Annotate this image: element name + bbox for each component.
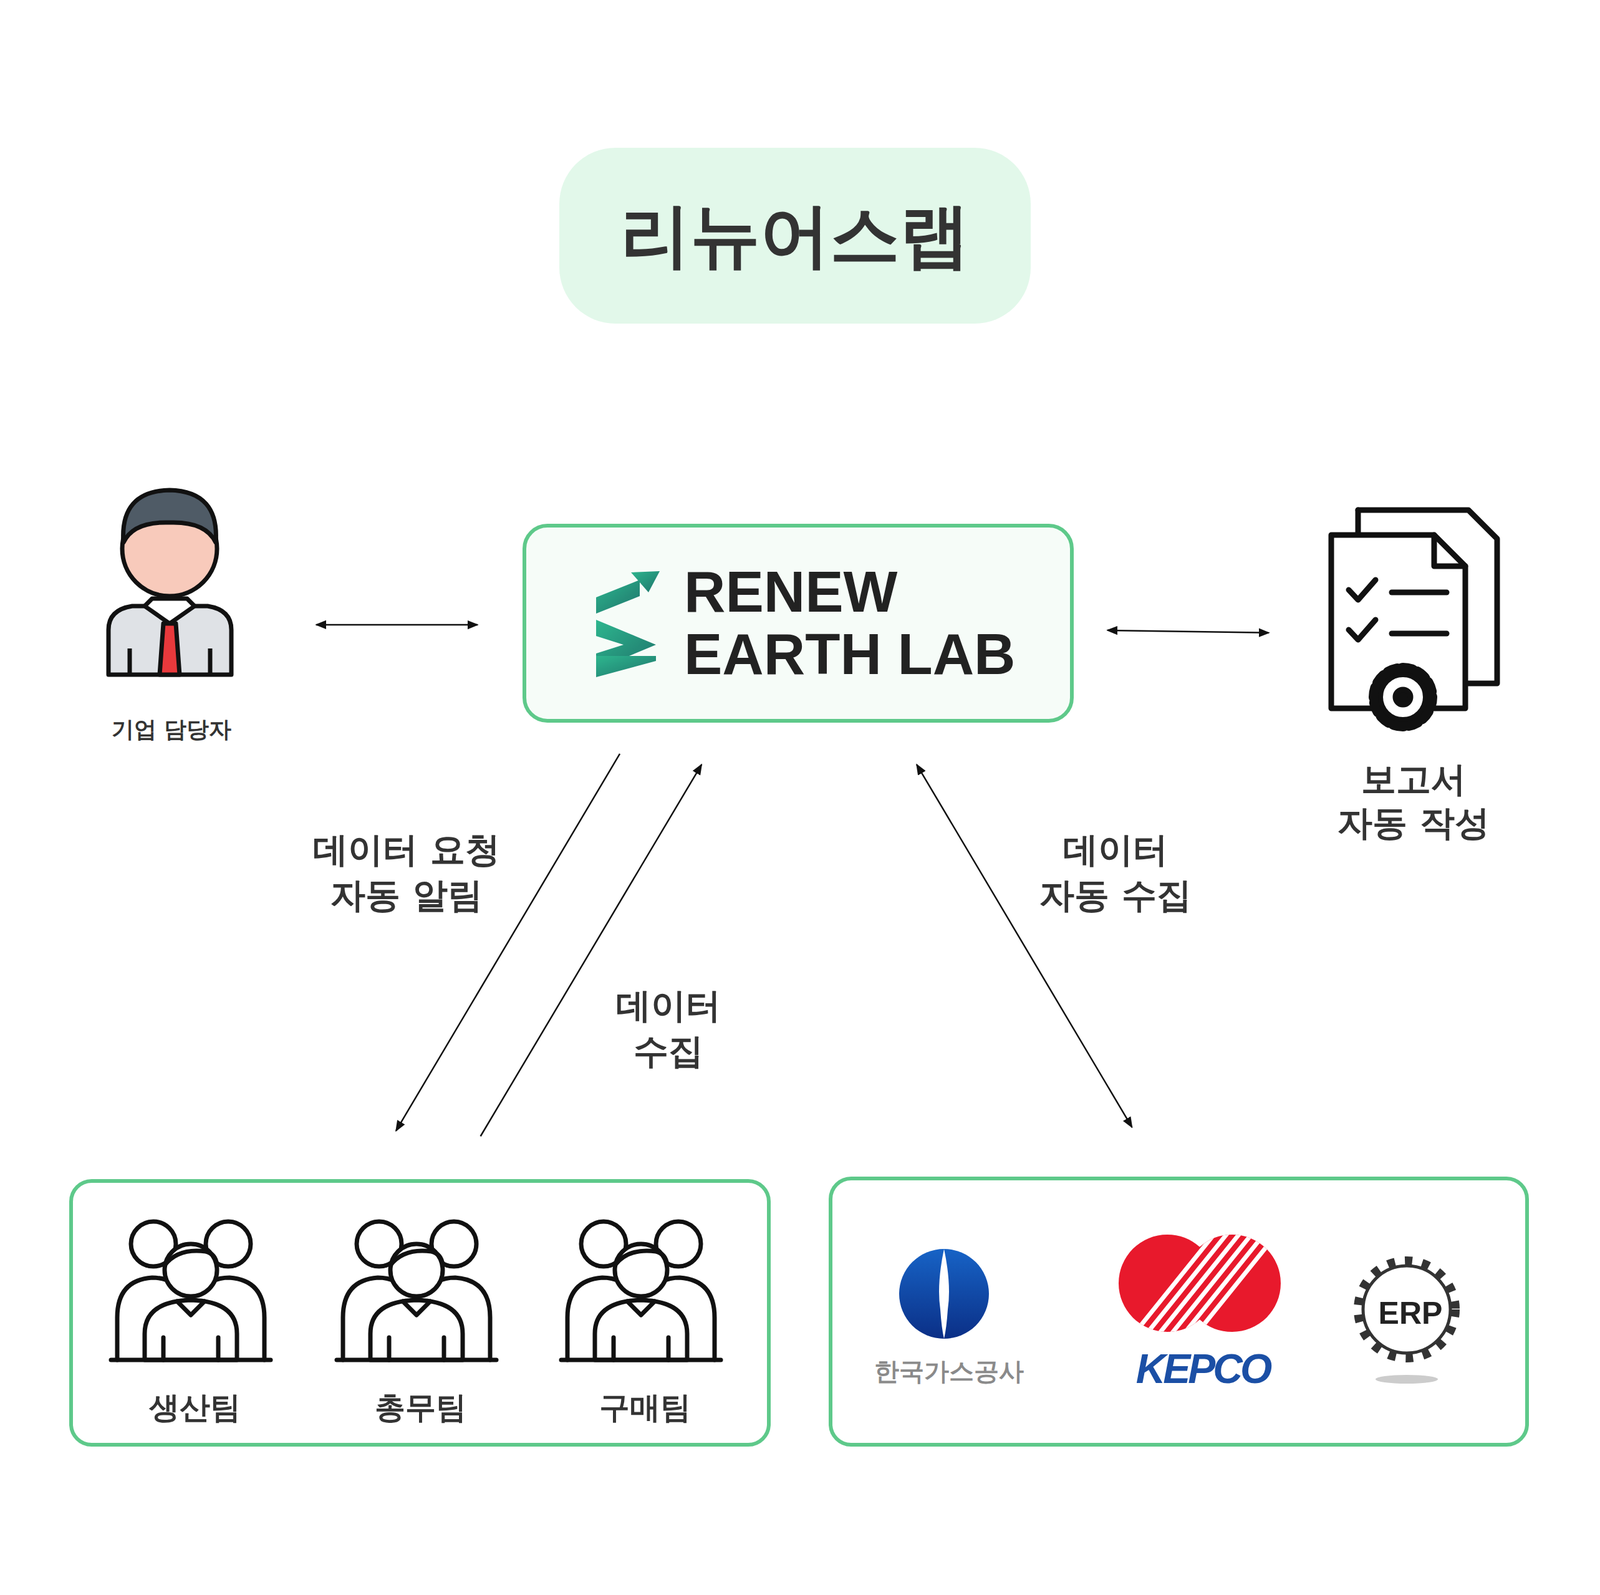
person-icon-part	[144, 598, 195, 624]
connector	[395, 753, 620, 1132]
icon-node: 구매팀	[551, 1207, 739, 1438]
icon-node: KEPCO	[1103, 1225, 1303, 1395]
node-label: 기업 담당자	[111, 715, 232, 744]
connector	[480, 764, 703, 1137]
team-icons-part	[336, 1221, 497, 1360]
title: 리뉴어스랩	[559, 147, 1031, 324]
person-icon	[108, 490, 232, 675]
kogas-logo-part	[939, 1248, 950, 1339]
edge-label: 데이터 요청 자동 알림	[303, 827, 510, 919]
icon-node: ERP	[1348, 1244, 1473, 1382]
kepco-logo-part-part-part	[1133, 1232, 1216, 1335]
person-icon-part	[208, 648, 213, 675]
kepco-logo-part-part	[1116, 1232, 1285, 1339]
connector	[916, 764, 1132, 1128]
report-icon-part	[1348, 579, 1376, 600]
erp-gear	[1358, 1260, 1456, 1384]
kepco-logo-part	[1116, 1232, 1285, 1339]
report-icon-part	[1395, 689, 1411, 705]
kepco-logo-part-part	[1133, 1232, 1279, 1335]
report-icon-part	[1380, 674, 1426, 720]
team-icons	[110, 1221, 721, 1360]
kepco-logo-part-part-part	[1195, 1232, 1279, 1335]
node-label: 총무팀	[374, 1388, 467, 1427]
team-icons-part	[561, 1221, 721, 1360]
kepco-logo-part-part-part	[1158, 1232, 1241, 1335]
group-box: 생산팀 총무팀 구매팀	[69, 1179, 771, 1447]
edge-label: 데이터 수집	[602, 983, 734, 1075]
report-icon-part	[1348, 619, 1376, 640]
kepco-logo-part-part-part	[1146, 1232, 1229, 1335]
person-icon-part	[123, 490, 217, 543]
report-icon-part	[1375, 669, 1431, 725]
erp-gear-part	[1363, 1265, 1451, 1354]
report-icon-part	[1391, 631, 1447, 637]
icon-node: 총무팀	[326, 1207, 514, 1438]
kogas-logo-part	[899, 1248, 989, 1339]
icon-node: 한국가스공사	[866, 1225, 1032, 1395]
node-label: 생산팀	[149, 1388, 241, 1427]
icon-node: 보고서 자동 작성	[1313, 498, 1514, 845]
platform-box: RENEW EARTH LAB	[522, 523, 1074, 723]
person-icon-part	[159, 623, 180, 675]
kepco-logo-part-part-part	[1171, 1232, 1254, 1335]
connector	[1107, 630, 1269, 633]
kogas-logo	[899, 1248, 989, 1339]
node-label: 구매팀	[599, 1388, 691, 1427]
node-label: 보고서 자동 작성	[1331, 757, 1496, 845]
report-icon-part	[1391, 589, 1447, 596]
erp-gear-part	[1375, 1374, 1438, 1384]
report-icon-part	[1355, 510, 1362, 534]
edge-label: 데이터 자동 수집	[1031, 827, 1200, 919]
erp-gear-part	[1358, 1260, 1456, 1359]
team-icons-part	[110, 1221, 271, 1360]
node-label: 한국가스공사	[874, 1355, 1024, 1387]
kepco-logo-part-part-part	[1183, 1232, 1266, 1335]
platform-name: RENEW EARTH LAB	[684, 561, 1046, 686]
icon-node: 생산팀	[101, 1207, 289, 1438]
icon-node: 기업 담당자	[81, 480, 262, 755]
group-box: 한국가스공사 KEPCO ERP	[828, 1176, 1529, 1447]
connector	[316, 624, 478, 627]
node-label: ERP	[1378, 1293, 1443, 1334]
kepco-logo	[1116, 1232, 1285, 1339]
report-icon	[1331, 510, 1498, 725]
report-icon-part	[1434, 534, 1466, 567]
node-label: KEPCO	[1136, 1343, 1271, 1395]
person-icon-part	[127, 648, 133, 675]
